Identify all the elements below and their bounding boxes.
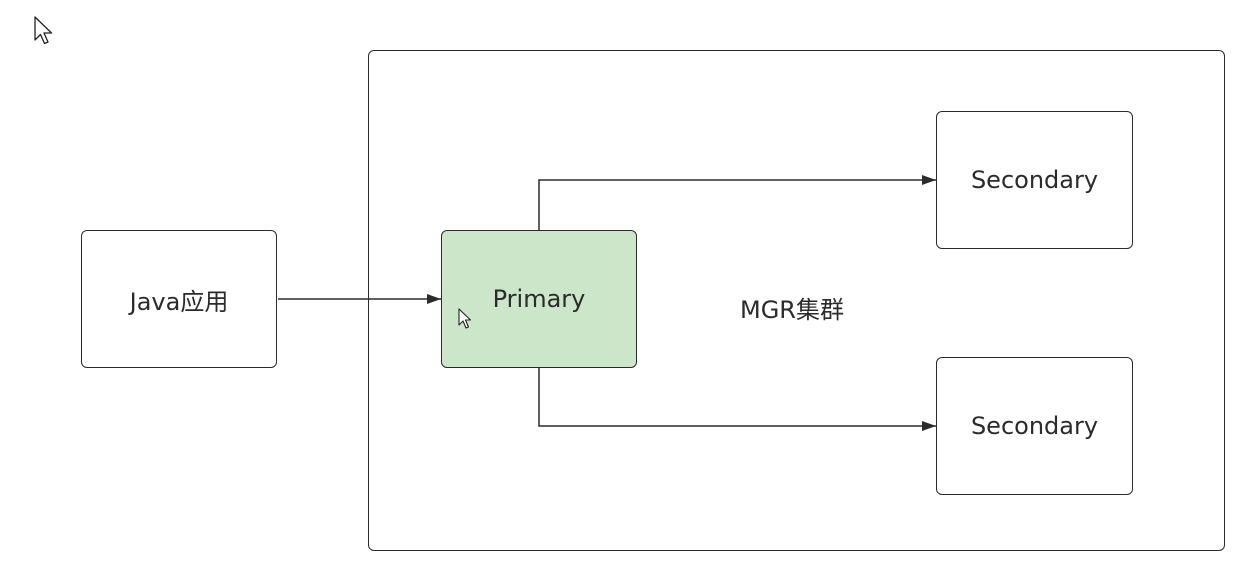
primary-node-label: Primary (492, 285, 586, 313)
secondary-node-bottom[interactable]: Secondary (936, 357, 1133, 495)
primary-node[interactable]: Primary (441, 230, 637, 368)
secondary-node-top-label: Secondary (970, 166, 1099, 194)
secondary-node-top[interactable]: Secondary (936, 111, 1133, 249)
java-app-node-label: Java应用 (129, 287, 229, 316)
secondary-node-bottom-label: Secondary (970, 412, 1099, 440)
arrow-cursor-icon (34, 16, 53, 45)
mgr-cluster-container[interactable] (368, 50, 1225, 551)
java-app-node[interactable]: Java应用 (81, 230, 277, 368)
mgr-cluster-label: MGR集群 (740, 296, 844, 324)
